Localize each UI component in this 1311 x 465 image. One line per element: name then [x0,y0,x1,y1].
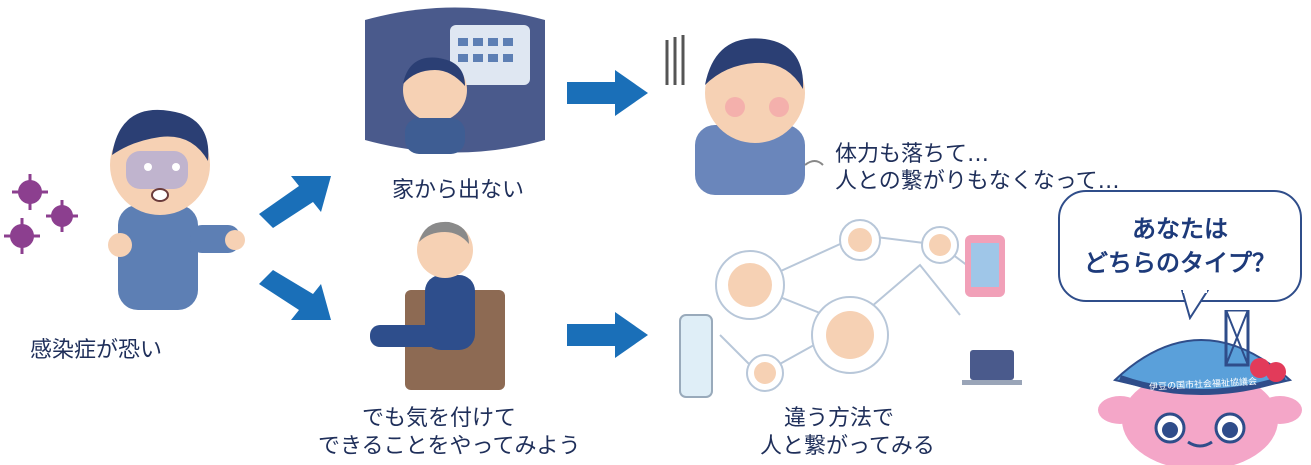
connect-caption-line1: 違う方法で [784,406,895,431]
fear-caption: 感染症が恐い [30,338,163,363]
elderly-man-exercise-illustration [370,221,505,390]
bubble-line1: あなたは [1132,215,1228,243]
tired-man-illustration [665,35,824,195]
online-connections-illustration [679,219,1022,398]
mascot-character [1098,310,1302,465]
speech-bubble-tail-icon [1180,290,1210,320]
arrow-icon [567,312,648,358]
arrow-icon [259,176,331,228]
scared-man-illustration [108,109,245,310]
virus-icons [4,174,78,254]
question-speech-bubble: あなたは どちらのタイプ？ [1058,190,1302,302]
connect-caption-line2: 人と繋がってみる [760,434,935,459]
decline-caption-line1: 体力も落ちて… [835,142,990,167]
bubble-line2: どちらのタイプ？ [1084,249,1276,277]
stay-home-caption: 家から出ない [392,178,525,203]
arrow-icon [567,70,648,116]
decline-caption-line2: 人との繋がりもなくなって… [835,169,1120,194]
arrow-icon [259,270,331,320]
careful-caption-line1: でも気を付けて [362,406,517,431]
stay-home-illustration [365,7,545,154]
careful-caption-line2: できることをやってみよう [318,434,581,459]
